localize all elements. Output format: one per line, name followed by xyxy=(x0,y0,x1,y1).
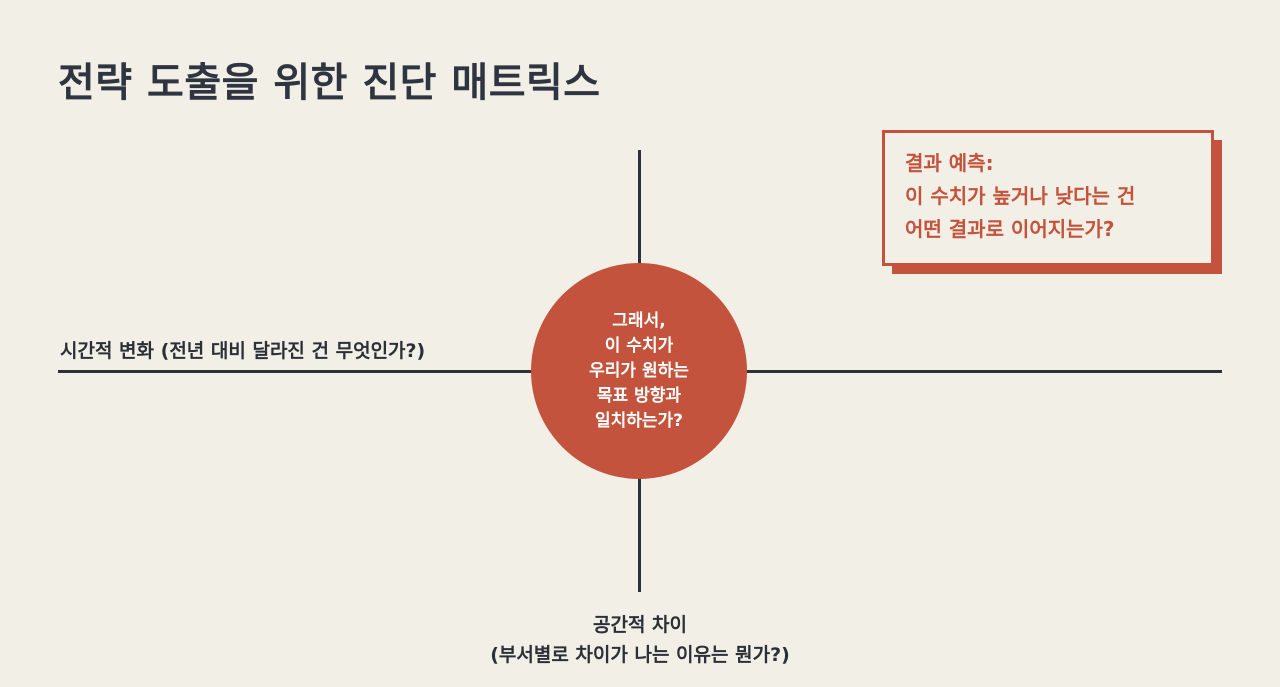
callout-text: 결과 예측: 이 수치가 높거나 낮다는 건 어떤 결과로 이어지는가? xyxy=(905,147,1135,246)
callout-line: 이 수치가 높거나 낮다는 건 xyxy=(905,184,1136,208)
center-line: 목표 방향과 xyxy=(596,385,682,406)
spatial-difference-axis-label: 공간적 차이 (부서별로 차이가 나는 이유는 뭔가?) xyxy=(440,610,840,670)
center-question-text: 그래서, 이 수치가 우리가 원하는 목표 방향과 일치하는가? xyxy=(589,309,689,434)
center-line: 이 수치가 xyxy=(604,335,674,356)
center-question-circle: 그래서, 이 수치가 우리가 원하는 목표 방향과 일치하는가? xyxy=(531,263,747,479)
time-change-axis-label: 시간적 변화 (전년 대비 달라진 건 무엇인가?) xyxy=(60,340,426,362)
page-title: 전략 도출을 위한 진단 매트릭스 xyxy=(58,60,601,106)
center-line: 그래서, xyxy=(612,310,666,331)
spatial-difference-title: 공간적 차이 xyxy=(592,614,687,636)
callout-heading: 결과 예측: xyxy=(905,151,994,175)
callout-line: 어떤 결과로 이어지는가? xyxy=(905,217,1115,241)
result-prediction-callout: 결과 예측: 이 수치가 높거나 낮다는 건 어떤 결과로 이어지는가? xyxy=(882,130,1214,266)
center-line: 우리가 원하는 xyxy=(589,360,689,381)
center-line: 일치하는가? xyxy=(594,410,684,431)
spatial-difference-question: (부서별로 차이가 나는 이유는 뭔가?) xyxy=(490,644,790,666)
